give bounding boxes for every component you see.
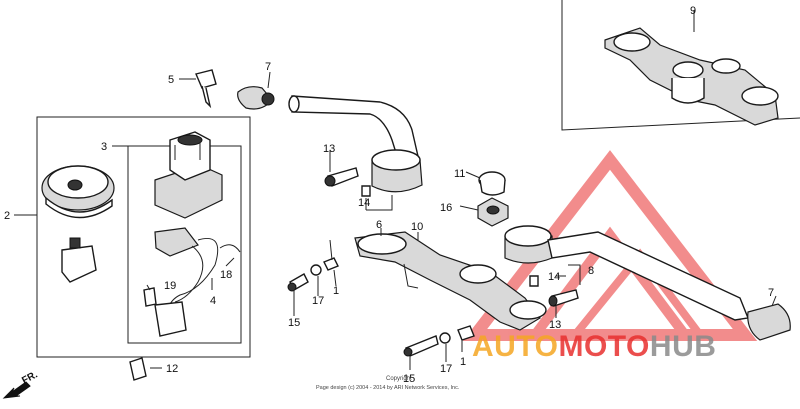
leader-lines: [146, 18, 777, 370]
callout-labels: 1 1 2 3 4 5 6 7 7 8 9 10 11 12 13 13 14 …: [4, 5, 774, 385]
watermark-brand-hub: HUB: [650, 330, 717, 363]
copyright-line-1: Copyright: [386, 376, 412, 382]
callout-6: 6: [376, 219, 382, 231]
nut-1-left-part: [323, 257, 339, 271]
grip-cap-right-part: [747, 303, 791, 341]
front-direction-indicator: FR.: [2, 369, 40, 399]
callout-13-right: 13: [549, 319, 561, 331]
watermark-brand: AUTOMOTOHUB: [472, 330, 716, 363]
screw-19-part: [143, 287, 157, 307]
washer-17-left-part: [310, 264, 322, 276]
nut-16-part: [477, 197, 509, 227]
nut-1-lower-part: [457, 325, 475, 341]
key-part: [195, 69, 217, 109]
watermark-brand-moto: MOTO: [558, 330, 649, 363]
callout-7-right: 7: [768, 287, 774, 299]
copyright-line-2: Page design (c) 2004 - 2014 by ARI Netwo…: [316, 385, 460, 391]
callout-1-left: 1: [333, 285, 339, 297]
washer-17-lower-part: [439, 332, 451, 344]
handlebar-left-part: [288, 95, 423, 193]
pin-14-right-part: [529, 275, 539, 287]
copyright-footer: Copyright Page design (c) 2004 - 2014 by…: [316, 376, 460, 391]
callout-3: 3: [101, 141, 107, 153]
callout-13-left: 13: [323, 143, 335, 155]
callout-1-lower: 1: [460, 356, 466, 368]
handlebar-right-part: [504, 225, 749, 321]
callout-17-lower: 17: [440, 363, 452, 375]
bolt-15-left-part: [287, 273, 309, 292]
switch-bracket-part: [61, 237, 97, 283]
callout-5: 5: [168, 74, 174, 86]
callout-15-lower: 15: [403, 373, 415, 385]
svg-text:AUTOMOTOHUB: AUTOMOTOHUB: [472, 330, 716, 363]
switch-wiring-part: [154, 227, 241, 337]
callout-17-left: 17: [312, 295, 324, 307]
inset-frame-top-bridge: [561, 0, 800, 131]
callout-11: 11: [454, 168, 465, 180]
callout-14-left: 14: [358, 197, 370, 209]
callout-8: 8: [588, 265, 594, 277]
callout-4: 4: [210, 295, 216, 307]
bolt-15-lower-part: [403, 335, 439, 357]
ignition-switch-part: [154, 131, 223, 219]
callout-14-right: 14: [548, 271, 560, 283]
callout-2: 2: [4, 210, 10, 222]
grip-cap-left-part: [237, 86, 275, 110]
steering-plate-part: [354, 231, 547, 331]
pin-14-left-part: [361, 185, 371, 197]
watermark-brand-auto: AUTO: [472, 330, 558, 363]
bolt-13-left-part: [324, 167, 359, 187]
bolt-13-right-part: [548, 289, 579, 307]
front-direction-label: FR.: [20, 369, 40, 386]
arrow-down-left-icon: [2, 381, 31, 399]
callout-15-left: 15: [288, 317, 300, 329]
callout-10: 10: [411, 221, 423, 233]
callout-7-left: 7: [265, 61, 271, 73]
callout-16: 16: [440, 202, 452, 214]
callout-18: 18: [220, 269, 232, 281]
cap-11-part: [478, 171, 506, 196]
callout-19: 19: [164, 280, 176, 292]
bolt-12-part: [129, 357, 147, 381]
ignition-group-frame: [14, 116, 251, 358]
callout-12: 12: [166, 363, 178, 375]
callout-9: 9: [690, 5, 696, 17]
ignition-cover-part: [41, 165, 115, 219]
